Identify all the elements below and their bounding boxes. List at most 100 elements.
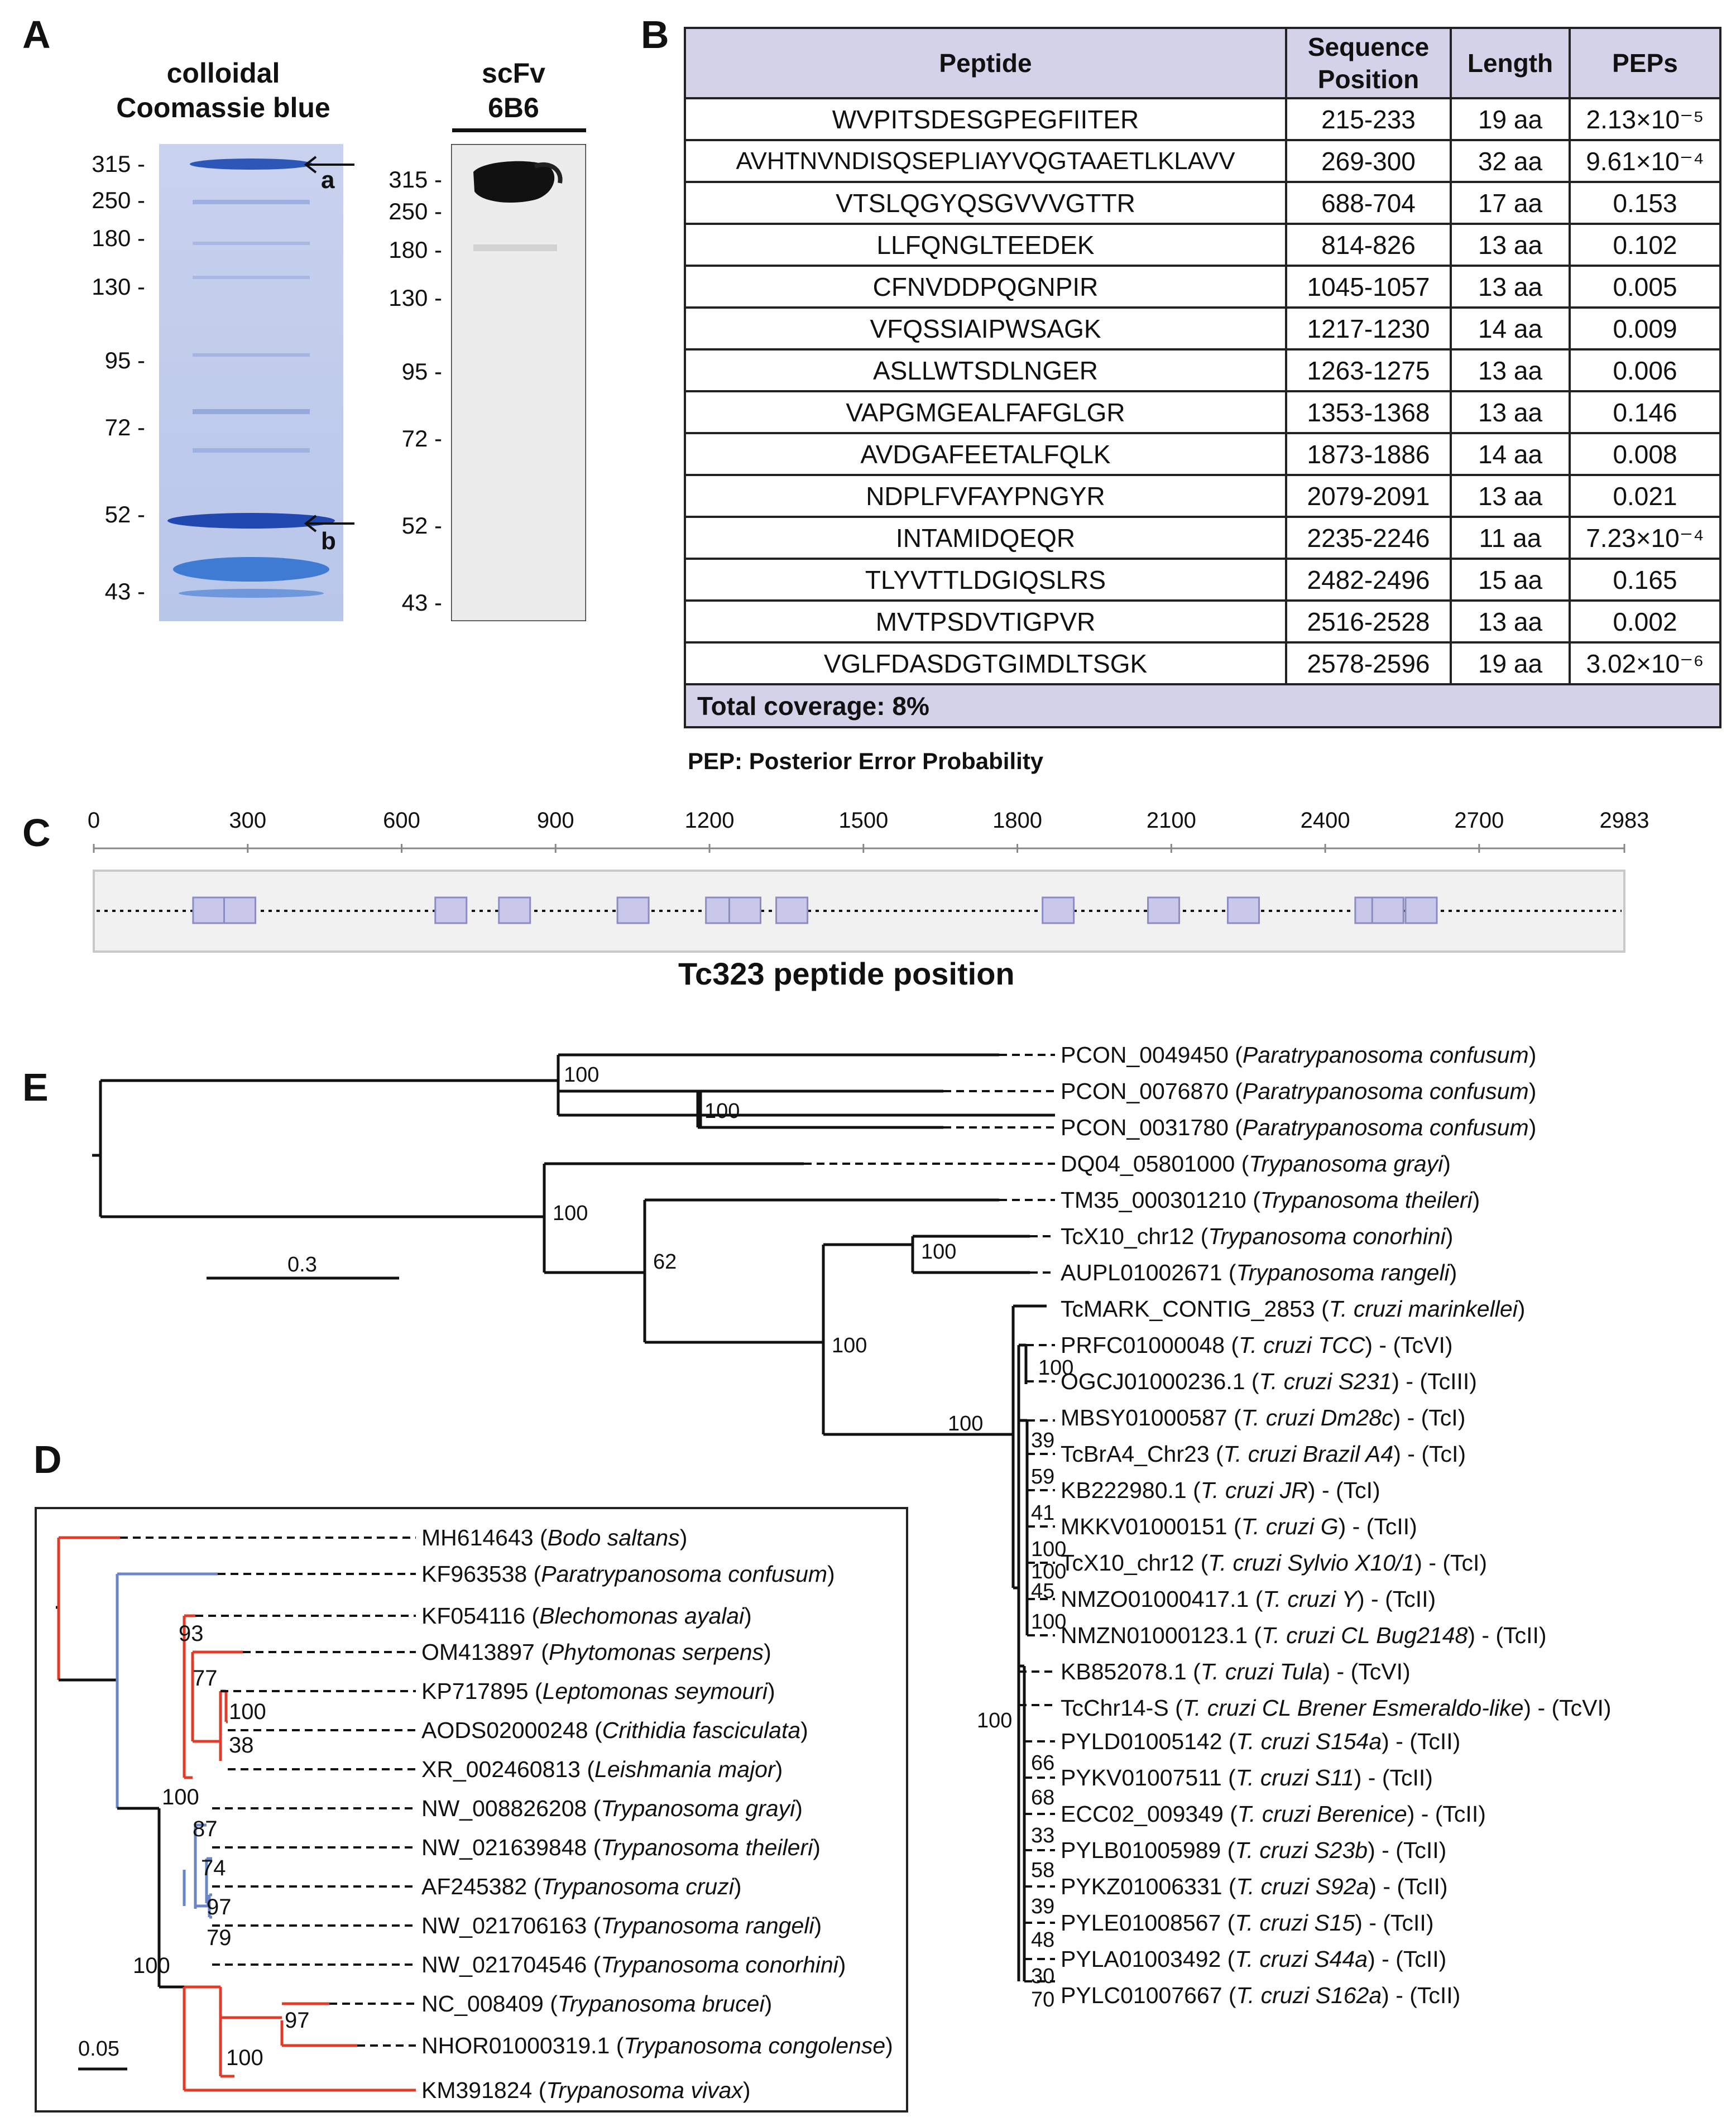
leaf-accession: OM413897: [421, 1639, 535, 1665]
bootstrap-value: 100: [1031, 1538, 1067, 1561]
arrow-b-label: b: [321, 527, 336, 555]
peptide-box: [775, 896, 809, 924]
leaf-species: Paratrypanosoma confusum: [1242, 1042, 1529, 1068]
gel1-marker-250: 250 -: [92, 187, 145, 213]
leaf-species: Leishmania major: [594, 1756, 775, 1782]
leaf-species: T. cruzi G: [1241, 1514, 1339, 1539]
header-peps: PEPs: [1569, 27, 1721, 99]
tree-e-leaf: PYLD01005142 (T. cruzi S154a) - (TcII): [1061, 1729, 1461, 1754]
tree-d-leaf: NC_008409 (Trypanosoma brucei): [421, 1991, 773, 2017]
cell-sequence-position: 1045-1057: [1285, 265, 1452, 309]
cell-pep: 2.13×10⁻⁵: [1569, 97, 1721, 141]
header-length: Length: [1450, 27, 1571, 99]
panel-label-d: D: [33, 1438, 62, 1481]
axis-tick-label: 1500: [838, 808, 889, 833]
gel2-marker-52: 52 -: [401, 512, 442, 539]
panel-label-c: C: [22, 811, 51, 854]
leaf-dtu: - (TcII): [1375, 1837, 1447, 1863]
tree-d-leaf: NW_008826208 (Trypanosoma grayi): [421, 1795, 803, 1821]
cell-length: 17 aa: [1450, 181, 1571, 225]
gel1-title-line1: colloidal: [166, 57, 280, 89]
cell-length: 13 aa: [1450, 223, 1571, 267]
leaf-species: Crithidia fasciculata: [602, 1717, 801, 1743]
leaf-dtu: - (TcI): [1422, 1550, 1488, 1576]
bootstrap-value: 100: [1038, 1356, 1074, 1380]
tree-e-dashed-branches: [804, 1054, 1055, 1982]
leaf-dtu: - (TcII): [1377, 1874, 1448, 1899]
tree-e-leaf: MKKV01000151 (T. cruzi G) - (TcII): [1061, 1514, 1417, 1539]
coverage-row: Total coverage: 8%: [684, 683, 1721, 728]
tree-e-leaf: PRFC01000048 (T. cruzi TCC) - (TcVI): [1061, 1332, 1453, 1358]
cell-sequence-position: 814-826: [1285, 223, 1452, 267]
peptide-axis-title: Tc323 peptide position: [678, 956, 1015, 991]
leaf-accession: NW_021639848: [421, 1835, 587, 1860]
bootstrap-value: 38: [229, 1733, 254, 1758]
leaf-accession: XR_002460813: [421, 1756, 581, 1782]
leaf-accession: PRFC01000048: [1061, 1332, 1225, 1358]
tree-d-leaf: NW_021704546 (Trypanosoma conorhini): [421, 1952, 846, 1977]
gel2-marker-130: 130 -: [389, 285, 442, 311]
bootstrap-value: 100: [553, 1202, 588, 1225]
leaf-dtu: - (TcVI): [1330, 1659, 1411, 1684]
peptide-box: [1147, 896, 1181, 924]
leaf-accession: KF963538: [421, 1561, 527, 1587]
leaf-accession: PYLA01003492: [1061, 1946, 1221, 1972]
leaf-species: T. cruzi Y: [1263, 1586, 1357, 1612]
bootstrap-value: 74: [201, 1856, 226, 1880]
total-coverage: Total coverage: 8%: [684, 683, 1721, 728]
tree-d-leaf: AF245382 (Trypanosoma cruzi): [421, 1874, 742, 1899]
cell-length: 13 aa: [1450, 390, 1571, 434]
leaf-dtu: - (TcII): [1389, 1729, 1461, 1754]
gel2-title: scFv 6B6: [452, 56, 575, 125]
bootstrap-value: 39: [1031, 1895, 1055, 1918]
leaf-dtu: - (TcII): [1475, 1622, 1547, 1648]
leaf-species: T. cruzi Dm28c: [1241, 1405, 1393, 1430]
leaf-dtu: - (TcII): [1414, 1801, 1486, 1827]
cell-sequence-position: 215-233: [1285, 97, 1452, 141]
bootstrap-value: 100: [921, 1240, 957, 1264]
tree-e-leaf: NMZN01000123.1 (T. cruzi CL Bug2148) - (…: [1061, 1622, 1547, 1648]
bootstrap-value: 100: [1031, 1560, 1067, 1583]
leaf-dtu: - (TcI): [1315, 1477, 1380, 1503]
bootstrap-value: 62: [653, 1250, 677, 1274]
panel-label-e: E: [22, 1065, 49, 1109]
leaf-species: Bodo saltans: [547, 1525, 680, 1550]
header-peptide: Peptide: [684, 27, 1287, 99]
leaf-species: Phytomonas serpens: [548, 1639, 764, 1665]
cell-peptide: VFQSSIAIPWSAGK: [684, 306, 1287, 351]
cell-length: 19 aa: [1450, 97, 1571, 141]
peptide-table: Peptide Sequence Position Length PEPs WV…: [684, 27, 1721, 728]
tree-e-leaf: MBSY01000587 (T. cruzi Dm28c) - (TcI): [1061, 1405, 1466, 1430]
leaf-species: Trypanosoma congolense: [624, 2033, 886, 2058]
leaf-species: Trypanosoma cruzi: [541, 1874, 734, 1899]
cell-sequence-position: 2578-2596: [1285, 641, 1452, 685]
gel1-marker-72: 72 -: [104, 414, 145, 440]
leaf-species: T. cruzi S231: [1259, 1369, 1392, 1394]
gel1-marker-180: 180 -: [92, 225, 145, 251]
peptide-box: [434, 896, 468, 924]
cell-pep: 0.021: [1569, 474, 1721, 518]
tree-e-leaf: PYKZ01006331 (T. cruzi S92a) - (TcII): [1061, 1874, 1448, 1899]
leaf-species: Trypanosoma theileri: [601, 1835, 813, 1860]
tree-d-leaf: KM391824 (Trypanosoma vivax): [421, 2077, 751, 2103]
bootstrap-value: 70: [1031, 1988, 1055, 2011]
leaf-dtu: - (TcII): [1375, 1946, 1447, 1972]
gel1-title: colloidal Coomassie blue: [84, 56, 363, 125]
bootstrap-value: 100: [832, 1334, 867, 1357]
leaf-species: Trypanosoma grayi: [1249, 1151, 1444, 1177]
leaf-species: T. cruzi S15: [1235, 1910, 1355, 1936]
leaf-species: T. cruzi Berenice: [1237, 1801, 1407, 1827]
cell-peptide: VTSLQGYQSGVVVGTTR: [684, 181, 1287, 225]
leaf-accession: NMZO01000417.1: [1061, 1586, 1249, 1612]
gel1-title-line2: Coomassie blue: [116, 92, 330, 123]
tree-e-leaf: PCON_0049450 (Paratrypanosoma confusum): [1061, 1042, 1537, 1068]
header-sequence-position: Sequence Position: [1285, 27, 1452, 99]
tree-e-leaf: DQ04_05801000 (Trypanosoma grayi): [1061, 1151, 1451, 1177]
